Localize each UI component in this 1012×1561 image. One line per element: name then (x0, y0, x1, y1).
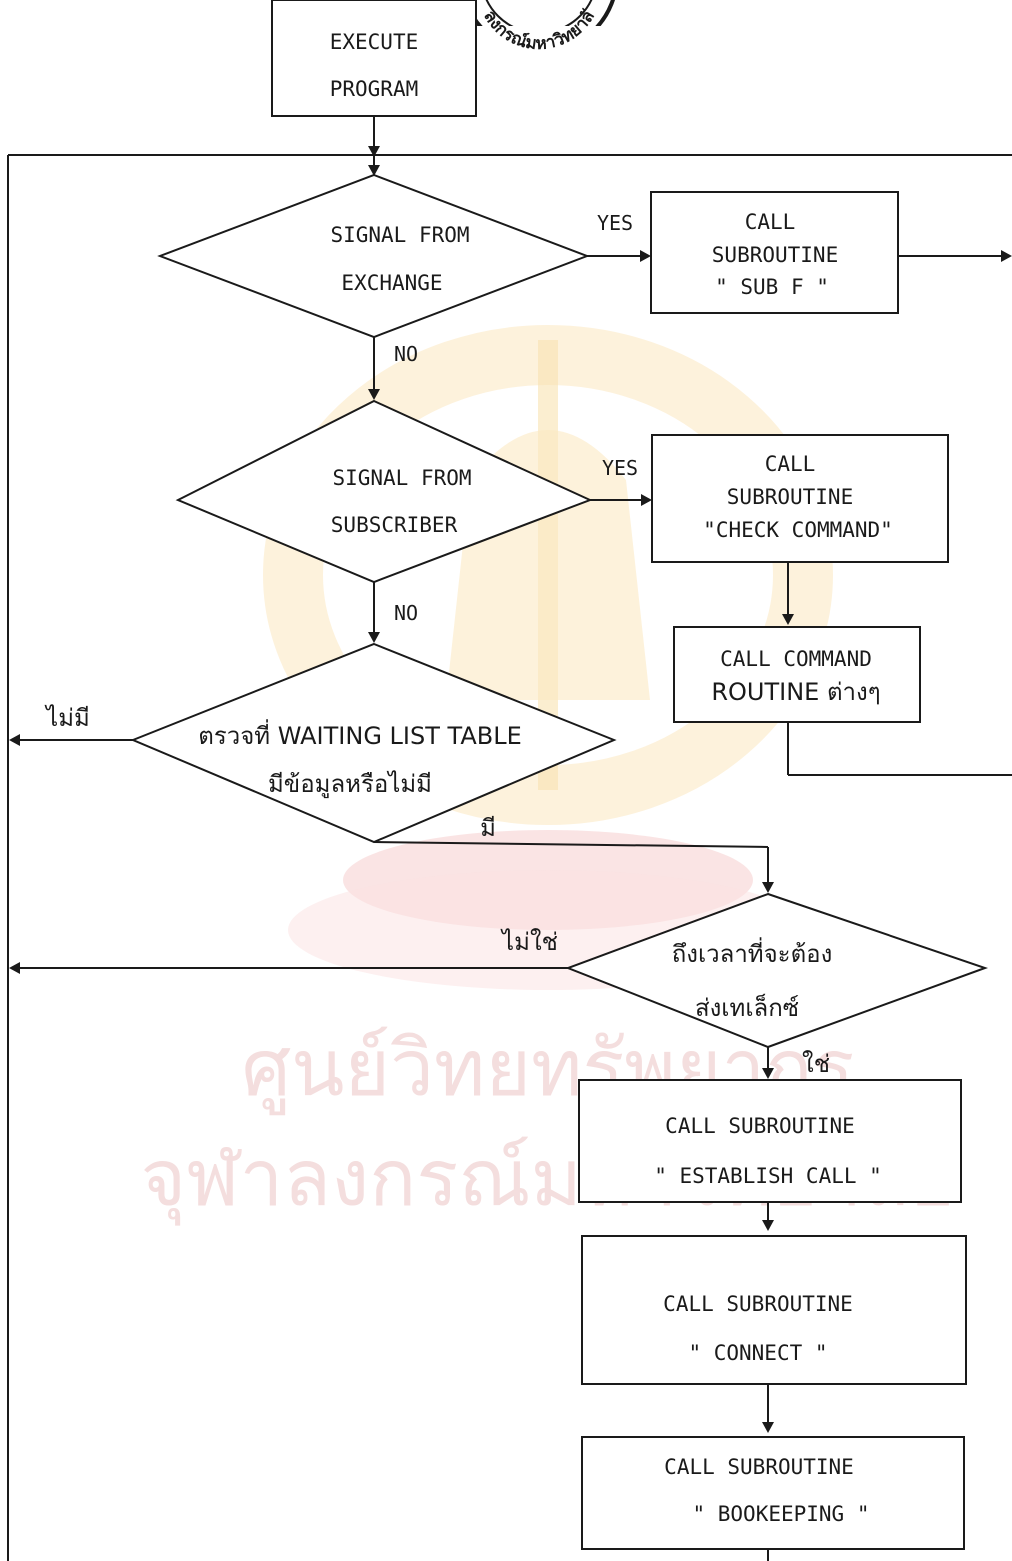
edge-label-yes-exchange: YES (597, 211, 633, 235)
command-routine-line-1: CALL COMMAND (720, 647, 872, 671)
edge-label-is-time: ใช่ (802, 1050, 830, 1078)
execute-program-box: EXECUTE PROGRAM (272, 0, 476, 116)
sub-f-line-2: SUBROUTINE (712, 243, 838, 267)
check-command-line-3: "CHECK COMMAND" (703, 518, 893, 542)
telex-line-1: ถึงเวลาที่จะต้อง (672, 937, 833, 968)
execute-program-line-1: EXECUTE (330, 30, 419, 54)
signal-subscriber-line-1: SIGNAL FROM (332, 466, 471, 490)
edge-label-no-data: ไม่มี (44, 704, 90, 732)
seal-text: ลงกรณ์มหาวิทยาลั (479, 6, 599, 54)
call-command-routine-box: CALL COMMAND ROUTINE ต่างๆ (674, 627, 920, 722)
call-sub-f-box: CALL SUBROUTINE " SUB F " (651, 192, 898, 313)
call-check-command-box: CALL SUBROUTINE "CHECK COMMAND" (652, 435, 948, 562)
edge-label-yes-subscriber: YES (602, 456, 638, 480)
edge-label-has-data: มี (480, 814, 496, 842)
signal-subscriber-line-2: SUBSCRIBER (331, 513, 458, 537)
edge-label-no-exchange: NO (394, 342, 418, 366)
connect-line-2: " CONNECT " (688, 1341, 827, 1365)
signal-exchange-line-2: EXCHANGE (341, 271, 442, 295)
connect-line-1: CALL SUBROUTINE (663, 1292, 853, 1316)
edge-label-no-subscriber: NO (394, 601, 418, 625)
call-bookeeping-box: CALL SUBROUTINE " BOOKEEPING " (582, 1437, 964, 1549)
check-command-line-1: CALL (765, 452, 816, 476)
signal-from-exchange-decision: SIGNAL FROM EXCHANGE (160, 175, 587, 337)
call-establish-call-box: CALL SUBROUTINE " ESTABLISH CALL " (579, 1080, 961, 1202)
call-connect-box: CALL SUBROUTINE " CONNECT " (582, 1236, 966, 1384)
waiting-list-line-2: มีข้อมูลหรือไม่มี (268, 770, 432, 799)
bookeeping-line-2: " BOOKEEPING " (692, 1502, 869, 1526)
bookeeping-line-1: CALL SUBROUTINE (664, 1455, 854, 1479)
telex-line-2: ส่งเทเล็กซ์ (695, 993, 799, 1022)
sub-f-line-1: CALL (745, 210, 796, 234)
establish-call-line-2: " ESTABLISH CALL " (654, 1164, 882, 1188)
establish-call-line-1: CALL SUBROUTINE (665, 1114, 855, 1138)
command-routine-line-2: ROUTINE ต่างๆ (711, 678, 880, 706)
signal-exchange-line-1: SIGNAL FROM (330, 223, 469, 247)
edge-label-not-time: ไม่ใช่ (500, 928, 558, 956)
sub-f-line-3: " SUB F " (715, 275, 829, 299)
waiting-list-line-1: ตรวจที่ WAITING LIST TABLE (198, 719, 521, 750)
execute-program-line-2: PROGRAM (330, 77, 419, 101)
check-command-line-2: SUBROUTINE (727, 485, 853, 509)
